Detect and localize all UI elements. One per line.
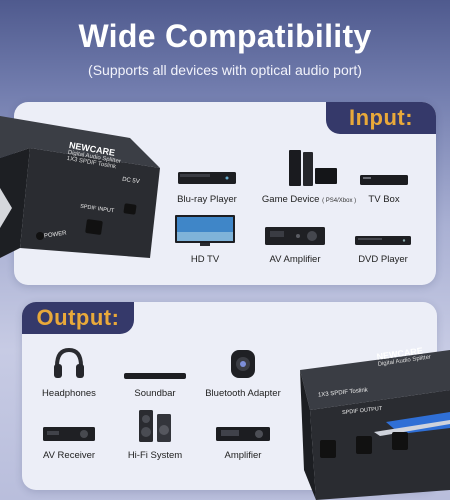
output-item-label: AV Receiver	[42, 450, 96, 461]
input-item-dvd-player: DVD Player	[338, 212, 428, 265]
output-item-label: Soundbar	[134, 388, 176, 399]
game-device-note: ( PS4/Xbox )	[322, 198, 357, 204]
game-device-label: Game Device	[261, 194, 320, 205]
output-item-bluetooth-adapter: Bluetooth Adapter	[198, 346, 288, 399]
hifi-speaker-icon	[110, 408, 200, 444]
blu-ray-player-icon	[162, 152, 252, 188]
output-item-hifi-system: Hi-Fi System	[110, 408, 200, 461]
output-header: Output:	[22, 302, 134, 334]
input-item-label: AV Amplifier	[269, 254, 321, 265]
input-item-label: DVD Player	[358, 254, 408, 265]
output-item-av-receiver: AV Receiver	[24, 408, 114, 461]
input-item-label: TV Box	[368, 194, 400, 205]
page-title: Wide Compatibility	[78, 18, 372, 54]
game-console-icon	[254, 142, 364, 188]
splitter-device-input-side	[0, 116, 160, 258]
hd-tv-icon	[160, 212, 250, 248]
output-item-label: Hi-Fi System	[127, 450, 183, 461]
input-item-label: HD TV	[190, 254, 220, 265]
output-item-amplifier: Amplifier	[198, 408, 288, 461]
av-amplifier-icon	[250, 212, 340, 248]
splitter-device-output-side	[300, 350, 450, 500]
bluetooth-adapter-icon	[198, 346, 288, 382]
input-item-game-device: Game Device ( PS4/Xbox )	[254, 142, 364, 205]
av-receiver-icon	[24, 408, 114, 444]
output-item-soundbar: Soundbar	[110, 346, 200, 399]
output-item-label: Amplifier	[224, 450, 262, 461]
input-item-tv-box: TV Box	[339, 152, 429, 205]
output-item-headphones: Headphones	[24, 346, 114, 399]
input-item-label: Blu-ray Player	[177, 194, 237, 205]
input-item-av-amplifier: AV Amplifier	[250, 212, 340, 265]
headphones-icon	[24, 346, 114, 382]
input-item-label: Game Device ( PS4/Xbox )	[254, 194, 364, 205]
dvd-player-icon	[338, 212, 428, 248]
amplifier-icon	[198, 408, 288, 444]
output-item-label: Headphones	[42, 388, 96, 399]
page-subtitle: (Supports all devices with optical audio…	[88, 62, 362, 78]
input-item-hd-tv: HD TV	[160, 212, 250, 265]
input-item-blu-ray: Blu-ray Player	[162, 152, 252, 205]
input-header: Input:	[326, 102, 436, 134]
tv-box-icon	[339, 152, 429, 188]
output-item-label: Bluetooth Adapter	[205, 388, 281, 399]
soundbar-icon	[110, 346, 200, 382]
